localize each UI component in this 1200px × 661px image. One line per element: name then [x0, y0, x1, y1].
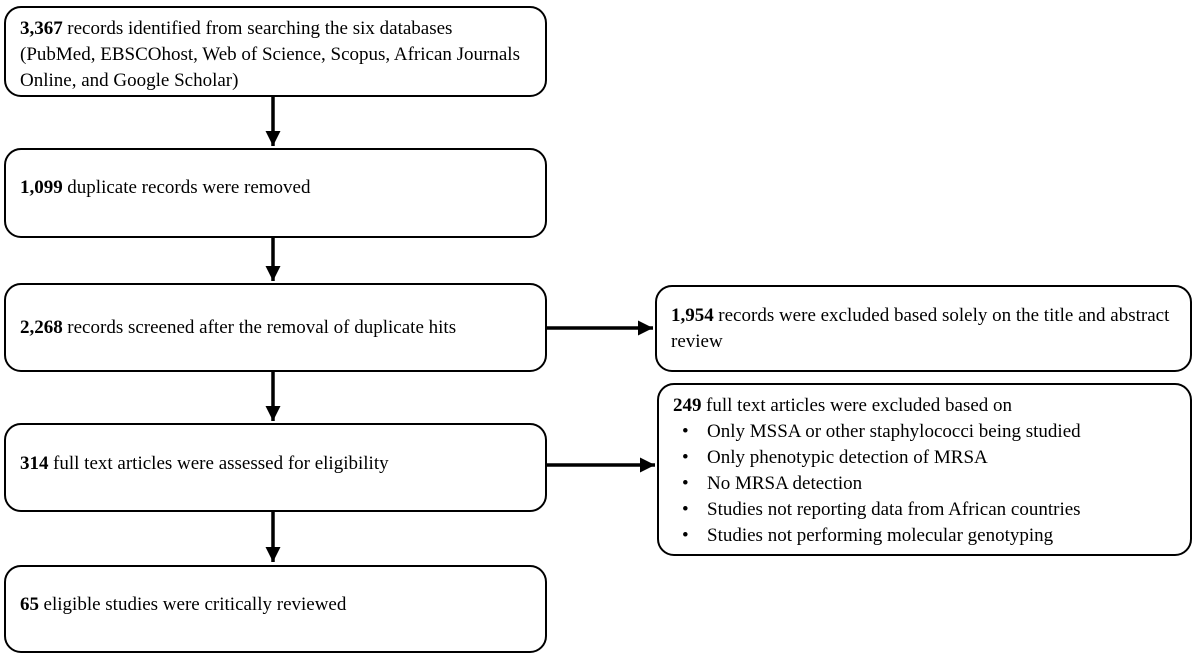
fulltext-assessed-count: 314 — [20, 452, 49, 474]
exclusion-reason-item: Only phenotypic detection of MRSA — [673, 445, 1176, 471]
records-identified-count: 3,367 — [20, 18, 63, 39]
duplicates-removed-count: 1,099 — [20, 177, 63, 198]
exclusion-reason-item: Only MSSA or other staphylococci being s… — [673, 419, 1176, 445]
excluded-fulltext-count: 249 — [673, 395, 702, 416]
exclusion-reason-item: Studies not performing molecular genotyp… — [673, 523, 1176, 549]
eligible-reviewed-count: 65 — [20, 594, 39, 615]
records-screened-count: 2,268 — [20, 316, 63, 338]
exclusion-reason-item: No MRSA detection — [673, 471, 1176, 497]
exclusion-reason-item: Studies not reporting data from African … — [673, 497, 1176, 523]
exclusion-reason-list: Only MSSA or other staphylococci being s… — [673, 419, 1176, 549]
excluded-title-abstract-count: 1,954 — [671, 304, 714, 326]
